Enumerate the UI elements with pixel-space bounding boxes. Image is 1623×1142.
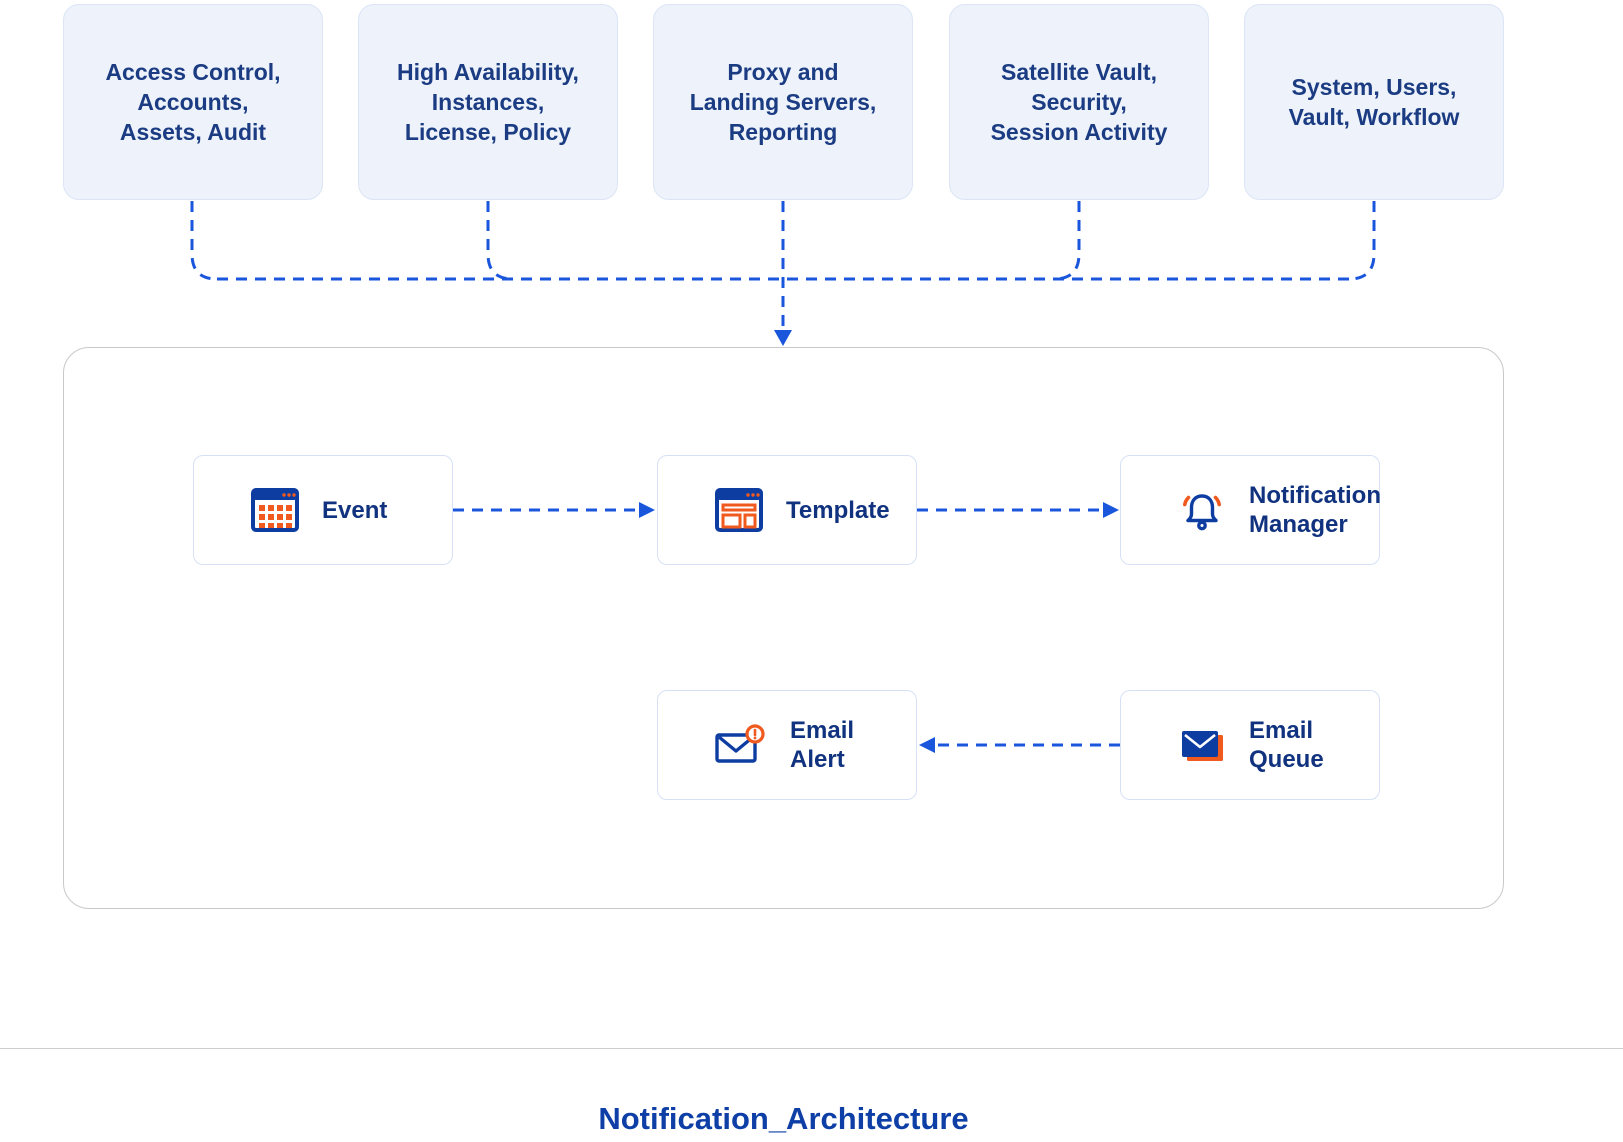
- node-notification-manager: Notification Manager: [1120, 455, 1381, 565]
- footer-divider: [0, 1048, 1623, 1049]
- node-label: Notification Manager: [1249, 482, 1381, 538]
- arrowhead-down-icon: [774, 330, 792, 346]
- calendar-grid-icon: [250, 487, 300, 533]
- edge-group4-drop: [1053, 201, 1081, 281]
- group-box-satellite-vault: Satellite Vault, Security, Session Activ…: [949, 4, 1209, 200]
- group-label: High Availability, Instances, License, P…: [397, 59, 579, 145]
- node-email-alert: Email Alert: [657, 690, 917, 800]
- group-label: Proxy and Landing Servers, Reporting: [689, 59, 877, 145]
- node-event: Event: [193, 455, 453, 565]
- node-label: Template: [786, 496, 890, 524]
- flow-container: [63, 347, 1504, 909]
- envelope-alert-icon: [714, 722, 768, 768]
- group-box-proxy-landing: Proxy and Landing Servers, Reporting: [653, 4, 913, 200]
- node-label: Email Alert: [790, 717, 855, 773]
- group-label: Access Control, Accounts, Assets, Audit: [105, 59, 281, 145]
- diagram-title: Notification_Architecture: [598, 1101, 969, 1136]
- node-template: Template: [657, 455, 917, 565]
- group-box-system-users: System, Users, Vault, Workflow: [1244, 4, 1504, 200]
- edge-group5-drop: [1348, 201, 1376, 281]
- edge-group1-drop: [190, 201, 218, 281]
- browser-template-icon: [714, 487, 764, 533]
- group-box-access-control: Access Control, Accounts, Assets, Audit: [63, 4, 323, 200]
- group-label: Satellite Vault, Security, Session Activ…: [990, 59, 1168, 145]
- group-label: System, Users, Vault, Workflow: [1288, 74, 1460, 130]
- node-email-queue: Email Queue: [1120, 690, 1380, 800]
- edge-group2-drop: [486, 201, 514, 281]
- envelope-stack-icon: [1177, 722, 1227, 768]
- group-box-high-availability: High Availability, Instances, License, P…: [358, 4, 618, 200]
- node-label: Event: [322, 496, 388, 524]
- bell-icon: [1177, 487, 1227, 533]
- node-label: Email Queue: [1249, 717, 1324, 773]
